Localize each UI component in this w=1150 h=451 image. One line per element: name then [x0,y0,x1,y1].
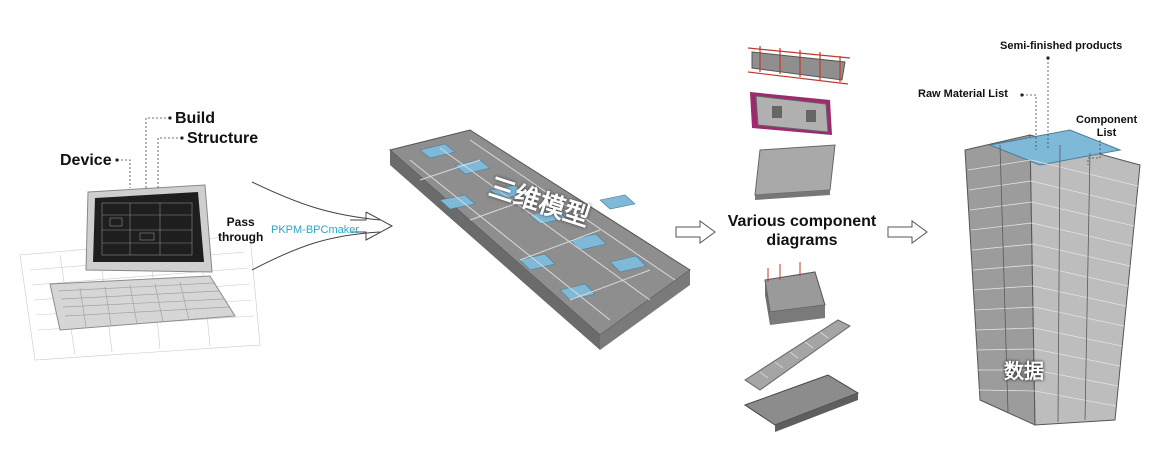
tower-caption: 数据 [1004,359,1044,383]
right-leader-lines [1022,58,1101,165]
comp-line1: Component [1076,114,1138,126]
arrow-to-components [675,220,716,244]
various-line2: diagrams [766,232,838,249]
label-pkpm-tool: PKPM-BPCmaker [271,224,360,236]
various-line1: Various component [727,213,877,230]
label-structure: Structure [187,130,259,147]
pass-line1: Pass [226,215,255,229]
computer-icon [49,184,236,331]
label-pass-through: Pass through [218,215,263,245]
component-stair [744,319,851,391]
left-leader-lines [117,117,182,188]
building-3d-model [388,129,691,350]
tower-building [964,129,1141,426]
flow-arrow-left [251,181,394,271]
component-core-box [764,262,826,325]
component-floor-slab [754,144,836,200]
label-raw-material: Raw Material List [918,88,1008,100]
component-balcony-slab [743,374,860,432]
label-device: Device [60,152,112,169]
component-rebar-beam [747,46,851,85]
component-wall-panel [750,92,832,135]
label-component-list: Component List [1076,114,1137,140]
arrow-to-tower [887,220,928,244]
label-semi-finished: Semi-finished products [1000,40,1123,52]
comp-line2: List [1096,127,1117,139]
label-build: Build [175,110,215,127]
label-various-components: Various component diagrams [722,212,882,250]
pass-line2: through [218,230,264,244]
